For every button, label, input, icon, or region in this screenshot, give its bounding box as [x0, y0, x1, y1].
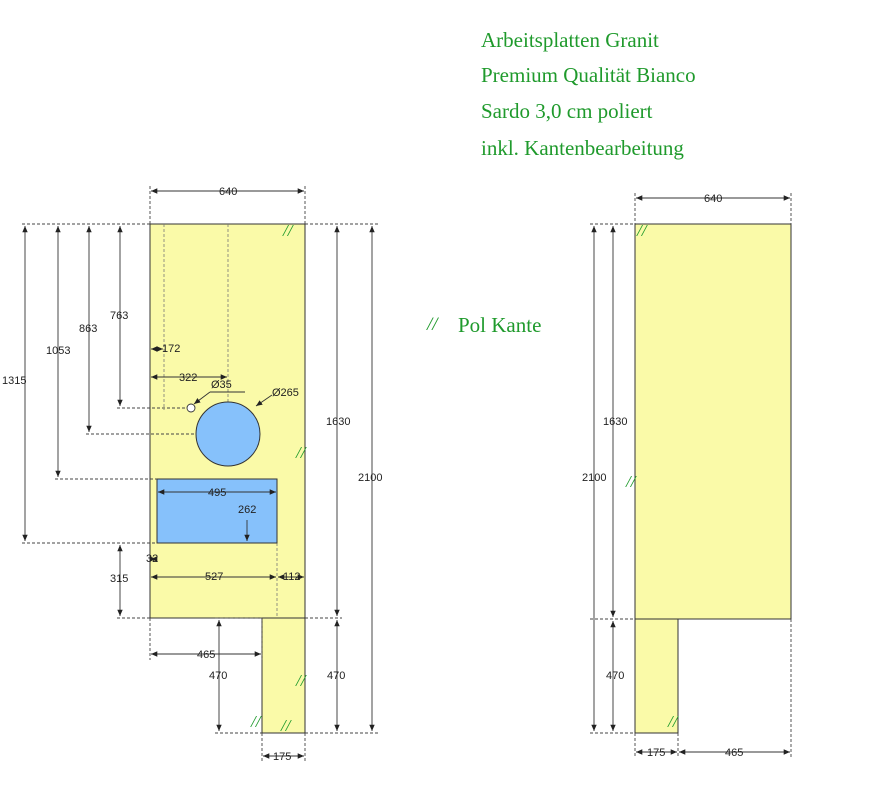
right-pol-mark-top: // — [636, 221, 649, 240]
dim-172: 172 — [162, 343, 180, 355]
dim-1315: 1315 — [2, 375, 26, 387]
right-slab-main — [634, 223, 792, 620]
right-plan: 640 1630 2100 470 175 465 // // // — [582, 193, 792, 759]
dim-470-left: 470 — [209, 670, 227, 682]
pol-mark-leg-left: // — [250, 712, 263, 731]
right-pol-mark-left: // — [625, 472, 638, 491]
dim-175: 175 — [273, 751, 291, 763]
right-dim-465: 465 — [725, 747, 743, 759]
left-slab-leg — [261, 617, 306, 734]
right-slab-leg — [634, 618, 679, 734]
legend-label: Pol Kante — [458, 313, 542, 337]
dim-1053: 1053 — [46, 345, 70, 357]
dim-863: 863 — [79, 323, 97, 335]
dim-315: 315 — [110, 573, 128, 585]
pol-mark-leg-right: // — [295, 671, 308, 690]
title-line-4: inkl. Kantenbearbeitung — [481, 136, 684, 160]
dim-763: 763 — [110, 310, 128, 322]
dim-sink-width: 495 — [208, 487, 226, 499]
pol-mark-right: // — [295, 443, 308, 462]
dim-2100: 2100 — [358, 472, 382, 484]
title-line-2: Premium Qualität Bianco — [481, 63, 696, 87]
title-line-1: Arbeitsplatten Granit — [481, 28, 659, 52]
dim-465: 465 — [197, 649, 215, 661]
right-pol-mark-leg: // — [667, 712, 680, 731]
legend-symbol: // — [426, 314, 439, 335]
right-dim-1630: 1630 — [603, 416, 627, 428]
tap-hole — [186, 403, 196, 413]
dim-1630: 1630 — [326, 416, 350, 428]
title-line-3: Sardo 3,0 cm poliert — [481, 99, 653, 123]
pol-mark-top: // — [282, 221, 295, 240]
right-dim-175: 175 — [647, 747, 665, 759]
left-plan: 640 1315 1053 863 763 172 — [2, 186, 382, 763]
dim-322: 322 — [179, 372, 197, 384]
dim-sink-depth: 262 — [238, 504, 256, 516]
sink-round-cutout — [195, 401, 261, 467]
dim-tap-hole: Ø35 — [211, 379, 232, 391]
dim-width-640: 640 — [219, 186, 237, 198]
right-dim-width-640: 640 — [704, 193, 722, 205]
dim-527: 527 — [205, 571, 223, 583]
dim-470-right: 470 — [327, 670, 345, 682]
dim-32: 32 — [146, 553, 158, 565]
right-dim-2100: 2100 — [582, 472, 606, 484]
right-dim-470: 470 — [606, 670, 624, 682]
pol-mark-leg-bottom: // — [280, 716, 293, 735]
dim-sink-round: Ø265 — [272, 387, 299, 399]
dim-112: 112 — [283, 571, 301, 583]
